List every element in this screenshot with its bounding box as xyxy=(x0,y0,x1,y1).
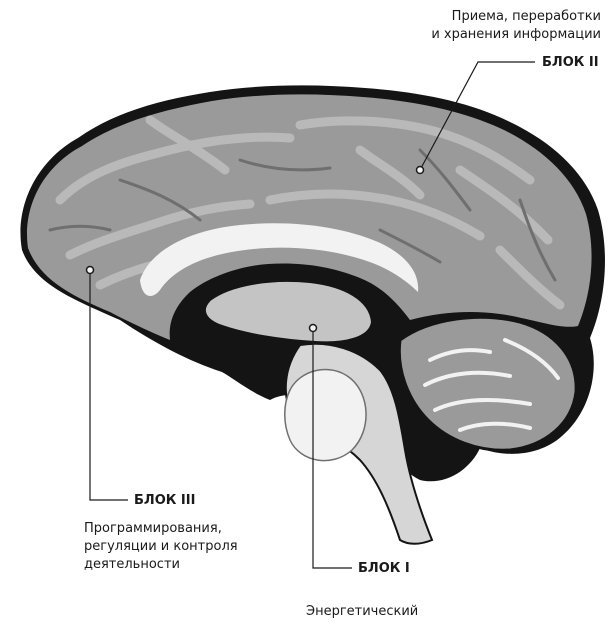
block2-caption-line1: Приема, переработки xyxy=(452,8,601,25)
block3-caption-line2: регуляции и контроля xyxy=(84,538,238,555)
pin-block1 xyxy=(310,325,317,332)
pons xyxy=(285,369,366,460)
pin-block3 xyxy=(87,267,94,274)
block3-title: БЛОК III xyxy=(134,492,195,509)
block2-caption-line2: и хранения информации xyxy=(431,26,601,43)
pin-block2 xyxy=(417,167,424,174)
block3-caption-line1: Программирования, xyxy=(84,520,222,537)
block1-title: БЛОК I xyxy=(358,560,410,577)
block3-caption-line3: деятельности xyxy=(84,556,180,573)
block2-title: БЛОК II xyxy=(542,54,599,71)
block1-caption-line1: Энергетический xyxy=(306,603,418,620)
